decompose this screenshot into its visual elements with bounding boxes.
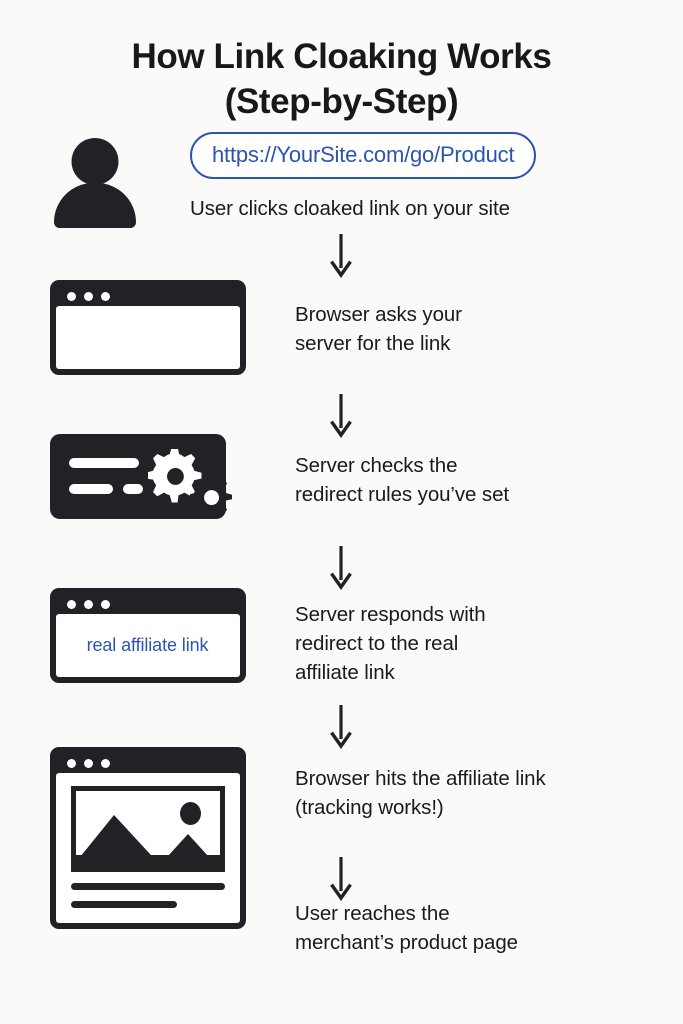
down-arrow-icon [330,546,352,590]
affiliate-link-text[interactable]: real affiliate link [86,635,209,655]
caption-line: User reaches the [295,902,450,925]
arrow-5-wrap [0,855,683,901]
step-affiliate-hit: Browser hits the affiliate link (trackin… [0,747,683,929]
gear-large-icon [147,449,201,503]
flow-diagram: https://YourSite.com/go/Product User cli… [0,132,683,957]
title-line-2: (Step-by-Step) [224,82,459,121]
window-dot-3 [100,758,110,768]
down-arrow-icon [330,234,352,278]
browser-content-area [55,306,240,369]
caption-line: (tracking works!) [295,796,444,819]
browser-titlebar [56,594,240,614]
server-gears-icon [49,434,246,519]
window-dot-1 [66,758,76,768]
caption-line: Server checks the [295,454,458,477]
caption-line: redirect rules you’ve set [295,483,509,506]
window-dot-3 [100,291,110,301]
step-user-click: https://YourSite.com/go/Product User cli… [0,132,683,232]
title-line-1: How Link Cloaking Works [131,37,552,76]
arrow-2-wrap [0,392,683,438]
caption-line: server for the link [295,332,451,355]
window-dot-3 [100,599,110,609]
step-2-icon-cell [0,280,295,375]
person-head [71,138,119,185]
arrow-3-wrap [0,544,683,590]
step-4-caption: Server responds with redirect to the rea… [295,588,683,687]
server-line-1 [68,458,139,468]
browser-content-area [55,773,240,923]
image-placeholder-icon [70,786,225,872]
step-server-rules: Server checks the redirect rules you’ve … [0,434,683,544]
window-dot-2 [83,599,93,609]
server-line-2 [68,484,113,494]
window-dot-1 [66,599,76,609]
caption-line: User clicks cloaked link on your site [190,197,510,220]
down-arrow-icon [330,394,352,438]
step-2-caption: Browser asks your server for the link [295,280,683,358]
window-dot-2 [83,758,93,768]
gear-small-icon [189,476,232,519]
arrow-4-wrap [0,703,683,749]
step-5-caption: Browser hits the affiliate link (trackin… [295,747,683,822]
caption-line: affiliate link [295,661,395,684]
arrow-1-wrap [0,232,683,280]
browser-window-icon [49,280,246,375]
step-1-icon-cell [0,132,190,228]
step-merchant-page: User reaches the merchant’s product page [0,899,683,957]
browser-product-page-icon [49,747,246,929]
step-1-text-cell: https://YourSite.com/go/Product User cli… [190,132,683,223]
sun-shape [179,802,201,825]
step-5-icon-cell [0,747,295,929]
browser-titlebar [56,286,240,306]
caption-line: Browser asks your [295,303,462,326]
browser-window-link-icon: real affiliate link [49,588,246,683]
person-icon [54,132,136,228]
caption-line: Browser hits the affiliate link [295,767,546,790]
down-arrow-icon [330,705,352,749]
page-text-line-2 [70,901,177,908]
cloaked-url-pill[interactable]: https://YourSite.com/go/Product [190,132,537,179]
step-1-caption: User clicks cloaked link on your site [190,194,683,223]
window-dot-1 [66,291,76,301]
browser-content-area: real affiliate link [55,614,240,677]
page-text-line-1 [70,883,225,890]
page-title: How Link Cloaking Works (Step-by-Step) [0,34,683,124]
step-3-icon-cell [0,434,295,519]
url-pill-wrapper: https://YourSite.com/go/Product [190,132,683,179]
person-body [54,183,136,228]
step-server-redirect: real affiliate link Server responds with… [0,588,683,703]
step-3-caption: Server checks the redirect rules you’ve … [295,434,683,509]
server-line-3 [122,484,143,494]
caption-line: merchant’s product page [295,931,518,954]
image-base-fill [75,855,220,867]
window-dot-2 [83,291,93,301]
down-arrow-icon [330,857,352,901]
step-6-caption: User reaches the merchant’s product page [295,899,683,957]
browser-titlebar [56,753,240,773]
step-4-icon-cell: real affiliate link [0,588,295,683]
caption-line: Server responds with [295,603,486,626]
caption-line: redirect to the real [295,632,459,655]
step-browser-request: Browser asks your server for the link [0,280,683,392]
